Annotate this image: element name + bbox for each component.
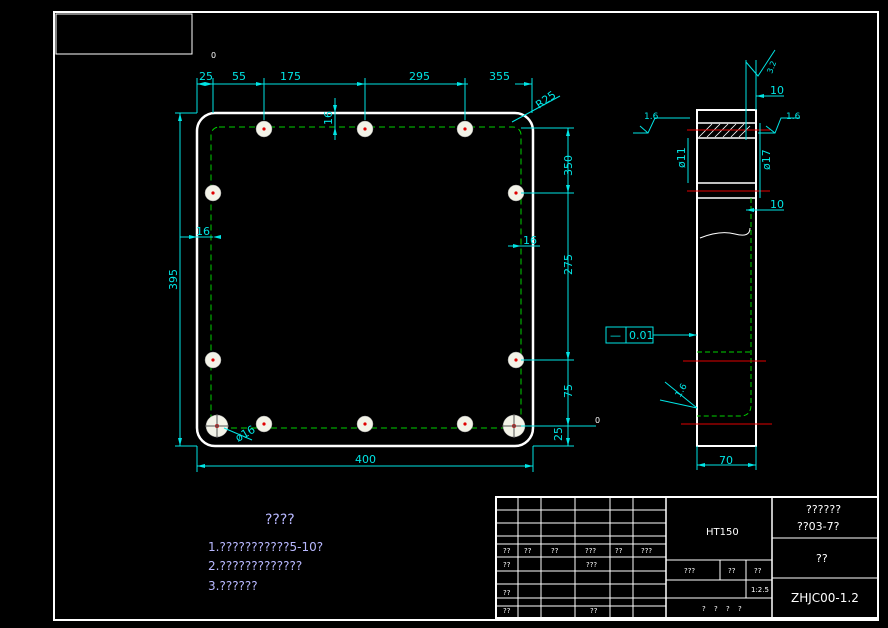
tb-cell: ?? — [754, 567, 762, 575]
rough-bottom: 1.6 — [674, 382, 690, 400]
notes-title: ???? — [265, 512, 295, 528]
inner-dashed-boundary — [210, 126, 522, 429]
side-view: — 0.01 3.2 10 10 70 ø11 ø17 1.6 1.6 1.6 — [605, 49, 801, 470]
tb-cell: ? — [702, 605, 706, 613]
tb-cell: ?? — [503, 547, 511, 555]
dim-400: 400 — [355, 453, 376, 466]
dim-16-right: 16 — [523, 234, 537, 247]
dim-175: 175 — [280, 70, 301, 83]
tb-cell: ?? — [615, 547, 623, 555]
dim-70: 70 — [719, 454, 733, 467]
dia-11: ø11 — [675, 147, 688, 168]
dim-75: 75 — [562, 384, 575, 398]
scale-value: 1:2.5 — [751, 586, 769, 594]
tb-cell: ?? — [728, 567, 736, 575]
dim-10-mid: 10 — [770, 198, 784, 211]
tb-cell: ?? — [590, 607, 598, 615]
origin-zero-top: 0 — [211, 51, 216, 60]
tb-cell: ??? — [641, 547, 652, 555]
tb-cell: ? — [714, 605, 718, 613]
technical-notes: ???? 1.???????????5-10? 2.????????????? … — [208, 512, 323, 593]
dim-275: 275 — [562, 254, 575, 275]
rough-left: 1.6 — [644, 112, 659, 122]
drawing-border — [53, 11, 879, 621]
tb-cell: ?? — [503, 607, 511, 615]
note-line-1: 1.???????????5-10? — [208, 540, 323, 554]
top-left-label-box — [55, 13, 193, 55]
title-block — [495, 496, 879, 619]
dim-350: 350 — [562, 155, 575, 176]
front-view: 25 55 175 295 355 R25 16 350 275 75 25 3… — [167, 51, 600, 472]
note-line-2: 2.????????????? — [208, 559, 302, 573]
tb-cell: ?? — [524, 547, 532, 555]
roughness-top: 3.2 — [765, 60, 778, 75]
note-line-3: 3.?????? — [208, 579, 258, 593]
dim-395: 395 — [167, 269, 180, 290]
bolt-holes — [204, 120, 526, 438]
flatness-frame — [605, 326, 654, 344]
flatness-symbol: — — [610, 329, 621, 342]
dim-16-left: 16 — [196, 225, 210, 238]
dia-17: ø17 — [760, 149, 773, 170]
rough-right: 1.6 — [786, 112, 801, 122]
tb-cell: ??? — [585, 547, 596, 555]
tb-cell: ? — [738, 605, 742, 613]
hole-diameter-label: ø16 — [233, 423, 257, 445]
dim-355: 355 — [489, 70, 510, 83]
dim-10-top: 10 — [770, 84, 784, 97]
tb-cell: ?? — [503, 561, 511, 569]
school-name: ?????? — [806, 503, 841, 516]
plate-outline — [195, 111, 535, 448]
dim-25-top: 25 — [199, 70, 213, 83]
material-label: HT150 — [706, 527, 739, 538]
dim-295: 295 — [409, 70, 430, 83]
tb-cell: ?? — [551, 547, 559, 555]
side-outline — [696, 109, 757, 447]
tb-cell: ?? — [503, 589, 511, 597]
part-name: ?? — [816, 552, 828, 565]
class-name: ??03-7? — [797, 520, 840, 533]
tb-cell: ??? — [684, 567, 695, 575]
drawing-number: ZHJC00-1.2 — [791, 591, 859, 605]
origin-zero-right: 0 — [595, 416, 600, 425]
dim-25-right: 25 — [552, 427, 565, 441]
title-block-text: HT150 ?????? ??03-7? ?? ZHJC00-1.2 1:2.5… — [503, 503, 859, 615]
dim-16-top: 16 — [322, 111, 335, 125]
tb-cell: ??? — [586, 561, 597, 569]
flatness-value: 0.01 — [629, 329, 654, 342]
dim-55: 55 — [232, 70, 246, 83]
tb-cell: ? — [726, 605, 730, 613]
